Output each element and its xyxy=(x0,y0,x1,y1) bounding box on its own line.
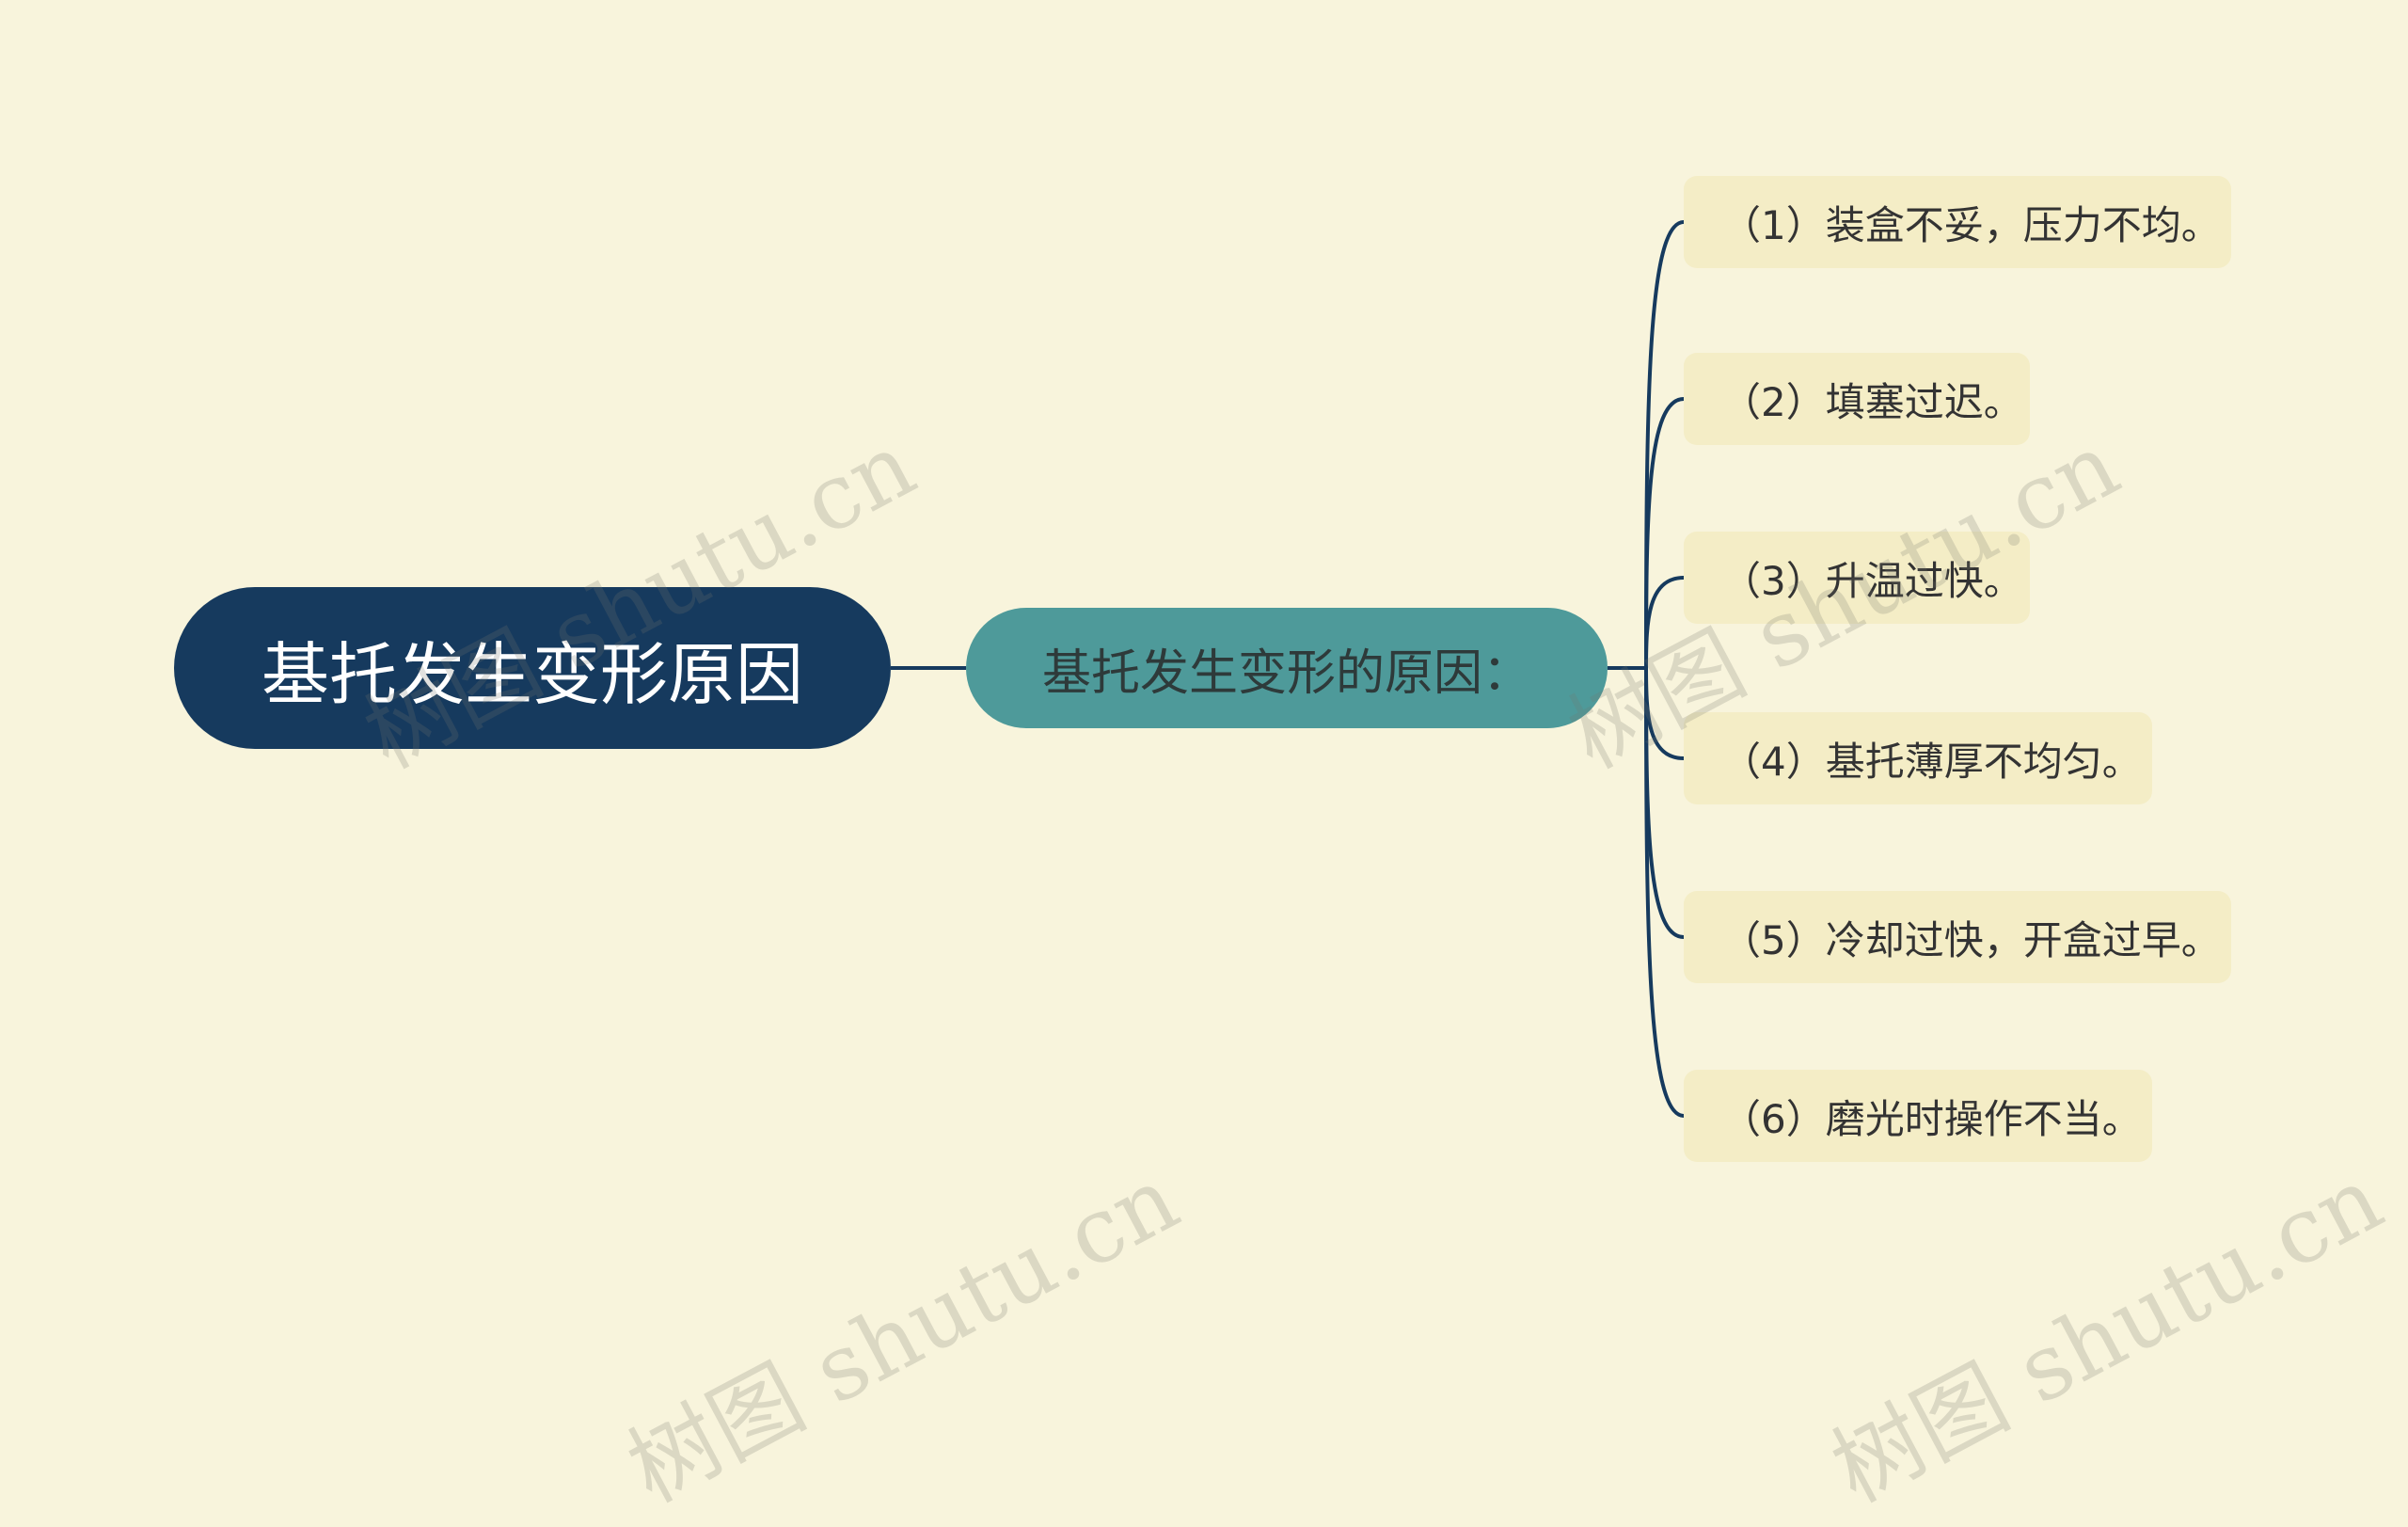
branch-node[interactable]: 基托发生变形的原因： xyxy=(966,608,1608,728)
leaf-connector-5 xyxy=(1644,667,1685,939)
leaf-node-4[interactable]: （4）基托薄厚不均匀。 xyxy=(1684,712,2152,804)
root-node[interactable]: 基托发生变形原因 xyxy=(174,587,891,749)
leaf-node-label: （1）装盒不妥，压力不均。 xyxy=(1721,201,2221,248)
leaf-connector-4 xyxy=(1644,667,1685,760)
leaf-node-label: （5）冷却过快，开盒过早。 xyxy=(1721,916,2221,963)
leaf-connector-3 xyxy=(1644,576,1685,669)
leaf-node-1[interactable]: （1）装盒不妥，压力不均。 xyxy=(1684,176,2231,268)
leaf-node-6[interactable]: （6）磨光时操作不当。 xyxy=(1684,1070,2152,1162)
leaf-node-label: （3）升温过快。 xyxy=(1721,557,2023,604)
leaf-connector-2 xyxy=(1644,397,1685,669)
mindmap-canvas: 基托发生变形原因 基托发生变形的原因： （1）装盒不妥，压力不均。 （2）填塞过… xyxy=(174,176,2399,1522)
connector-lines xyxy=(891,220,1685,1118)
branch-node-label: 基托发生变形的原因： xyxy=(1041,644,1531,702)
leaf-connector-6 xyxy=(1644,667,1685,1118)
leaf-node-3[interactable]: （3）升温过快。 xyxy=(1684,532,2030,624)
leaf-node-label: （4）基托薄厚不均匀。 xyxy=(1721,738,2142,785)
leaf-node-2[interactable]: （2）填塞过迟。 xyxy=(1684,353,2030,445)
root-node-label: 基托发生变形原因 xyxy=(261,634,803,714)
leaf-node-label: （6）磨光时操作不当。 xyxy=(1721,1095,2142,1142)
leaf-node-label: （2）填塞过迟。 xyxy=(1721,378,2023,425)
leaf-node-5[interactable]: （5）冷却过快，开盒过早。 xyxy=(1684,891,2231,983)
